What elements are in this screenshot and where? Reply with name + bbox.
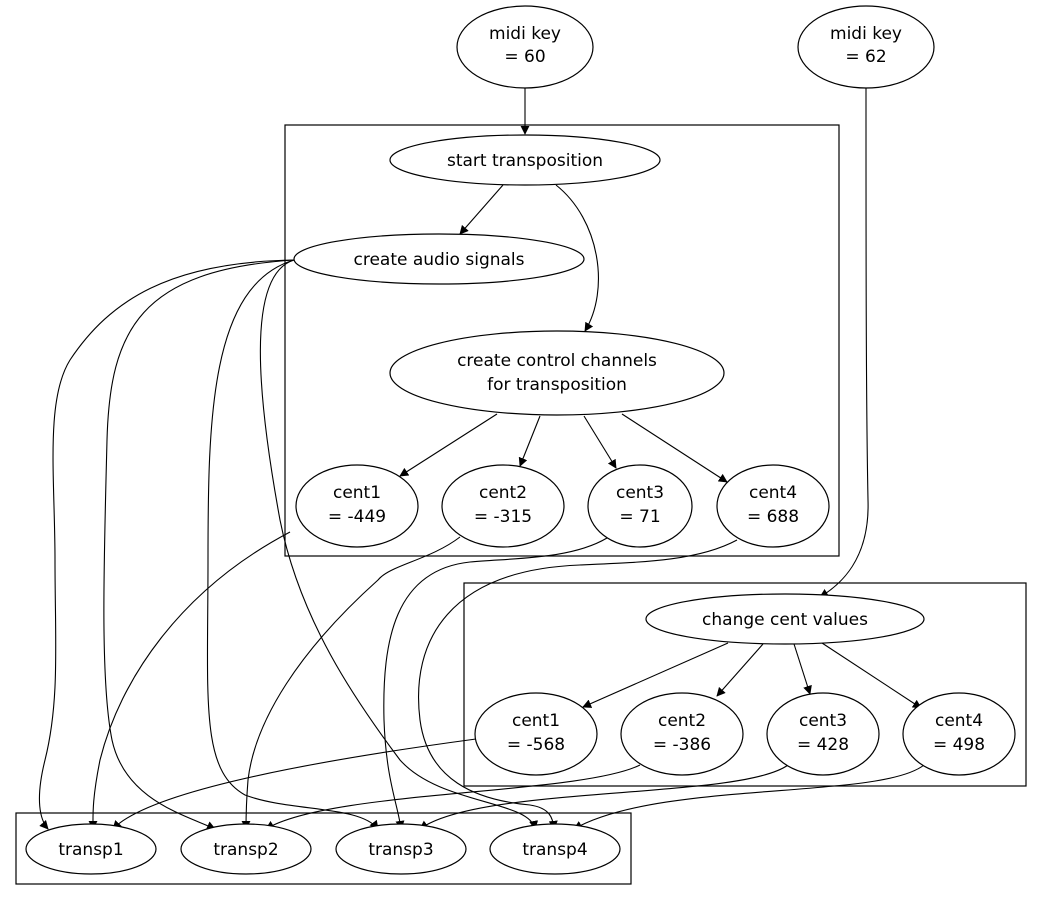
node-transp2-label: transp2 — [213, 840, 278, 860]
cluster-start-transposition — [284, 124, 840, 557]
node-cent3-b: cent3 = 428 — [766, 692, 880, 776]
node-cent3-a: cent3 = 71 — [587, 464, 693, 548]
node-create-audio-signals-label: create audio signals — [353, 250, 524, 270]
node-midi-key-60: midi key = 60 — [456, 5, 594, 89]
edge-start-control — [555, 184, 599, 332]
edge-start-audio — [459, 184, 504, 235]
node-transp4: transp4 — [489, 823, 621, 875]
edge-acent4-transp4 — [418, 539, 738, 830]
edge-change-bcent2 — [716, 643, 764, 697]
node-transp4-label: transp4 — [522, 840, 587, 860]
edge-control-cent3 — [583, 415, 617, 469]
node-change-cent-values-label: change cent values — [702, 610, 868, 630]
edge-midi62-change — [819, 87, 869, 598]
node-transp3-label: transp3 — [368, 840, 433, 860]
node-cent1-b-line2: = -568 — [507, 735, 565, 755]
node-transp1-label: transp1 — [58, 840, 123, 860]
node-cent1-b: cent1 = -568 — [474, 692, 598, 776]
node-transp2: transp2 — [180, 823, 312, 875]
node-cent4-b-line1: cent4 — [935, 711, 983, 731]
edge-audio-transp2 — [103, 259, 295, 830]
edge-bcent3-transp3 — [419, 764, 789, 830]
node-midi-key-60-line1: midi key — [489, 24, 561, 44]
node-cent4-b-line2: = 498 — [933, 735, 985, 755]
node-create-audio-signals: create audio signals — [293, 233, 585, 285]
node-cent4-a-line1: cent4 — [749, 483, 797, 503]
edge-control-cent2 — [518, 415, 541, 467]
node-cent4-b: cent4 = 498 — [902, 692, 1016, 776]
edge-acent3-transp3 — [383, 537, 608, 830]
edge-change-bcent1 — [582, 642, 729, 708]
node-transp1: transp1 — [25, 823, 157, 875]
node-change-cent-values: change cent values — [645, 593, 925, 645]
node-create-control-channels-line2: for transposition — [487, 375, 627, 395]
edge-audio-transp1 — [38, 259, 295, 830]
node-cent1-a-line1: cent1 — [333, 483, 381, 503]
node-midi-key-62-line2: = 62 — [845, 47, 886, 67]
edge-control-cent1 — [399, 413, 498, 477]
node-cent3-a-line1: cent3 — [616, 483, 664, 503]
node-cent2-a: cent2 = -315 — [441, 464, 565, 548]
cluster-transpositions — [15, 812, 632, 885]
edge-audio-transp4 — [259, 259, 539, 830]
node-cent2-b-line2: = -386 — [653, 735, 711, 755]
edge-acent1-transp1 — [88, 531, 291, 830]
edge-control-cent4 — [621, 413, 728, 483]
edge-audio-transp3 — [206, 259, 379, 830]
node-cent1-a: cent1 = -449 — [295, 464, 419, 548]
edge-bcent1-transp1 — [112, 738, 477, 830]
node-cent4-a: cent4 = 688 — [716, 464, 830, 548]
node-cent3-b-line2: = 428 — [797, 735, 849, 755]
node-transp3: transp3 — [335, 823, 467, 875]
node-cent1-b-line1: cent1 — [512, 711, 560, 731]
node-create-control-channels: create control channels for transpositio… — [389, 330, 725, 416]
edge-bcent4-transp4 — [573, 764, 925, 830]
edge-change-bcent4 — [821, 642, 922, 709]
node-cent1-a-line2: = -449 — [328, 507, 386, 527]
node-midi-key-62: midi key = 62 — [797, 5, 935, 89]
node-start-transposition: start transposition — [389, 134, 661, 186]
node-cent2-a-line2: = -315 — [474, 507, 532, 527]
edges — [38, 87, 925, 830]
node-cent2-a-line1: cent2 — [479, 483, 527, 503]
node-cent2-b: cent2 = -386 — [620, 692, 744, 776]
node-create-control-channels-line1: create control channels — [457, 351, 657, 371]
node-cent3-b-line1: cent3 — [799, 711, 847, 731]
node-start-transposition-label: start transposition — [447, 151, 603, 171]
cluster-change-cent-values — [463, 582, 1027, 787]
node-cent4-a-line2: = 688 — [747, 507, 799, 527]
edge-bcent2-transp2 — [265, 764, 641, 830]
node-cent2-b-line1: cent2 — [658, 711, 706, 731]
node-midi-key-60-line2: = 60 — [504, 47, 545, 67]
edge-change-bcent3 — [793, 643, 812, 695]
node-midi-key-62-line1: midi key — [830, 24, 902, 44]
edge-acent2-transp2 — [241, 536, 461, 830]
node-cent3-a-line2: = 71 — [619, 507, 660, 527]
